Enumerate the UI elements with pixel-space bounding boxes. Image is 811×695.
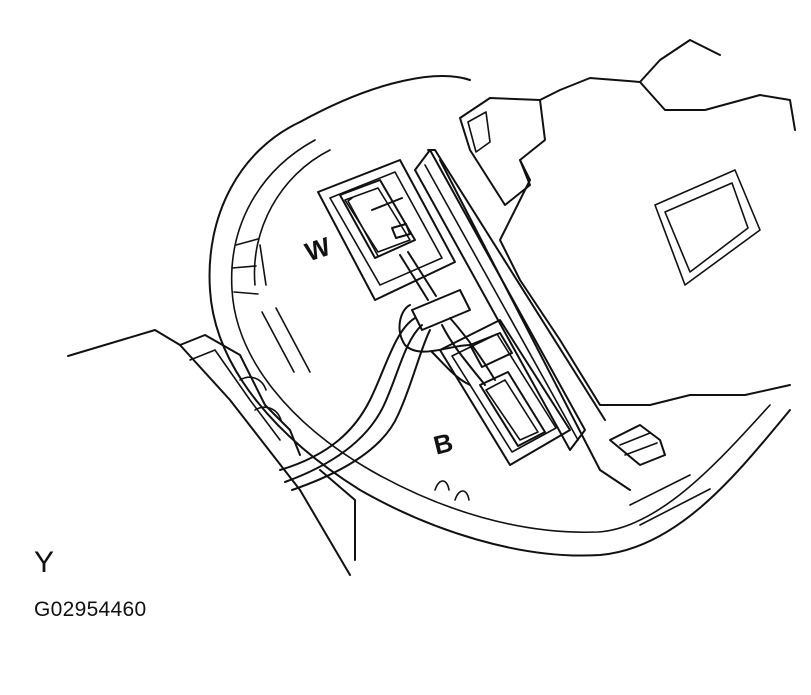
connector-w-socket: W [301, 159, 456, 301]
mounting-plate [67, 329, 356, 576]
housing-outline [208, 75, 791, 557]
view-label: Y [34, 546, 55, 579]
mounting-bracket [459, 39, 796, 466]
figure-code: G02954460 [34, 598, 147, 621]
connector-b-label: B [430, 427, 455, 461]
connector-w-label: W [301, 231, 334, 267]
wire-harness [279, 251, 496, 491]
divider-rail [414, 149, 631, 491]
